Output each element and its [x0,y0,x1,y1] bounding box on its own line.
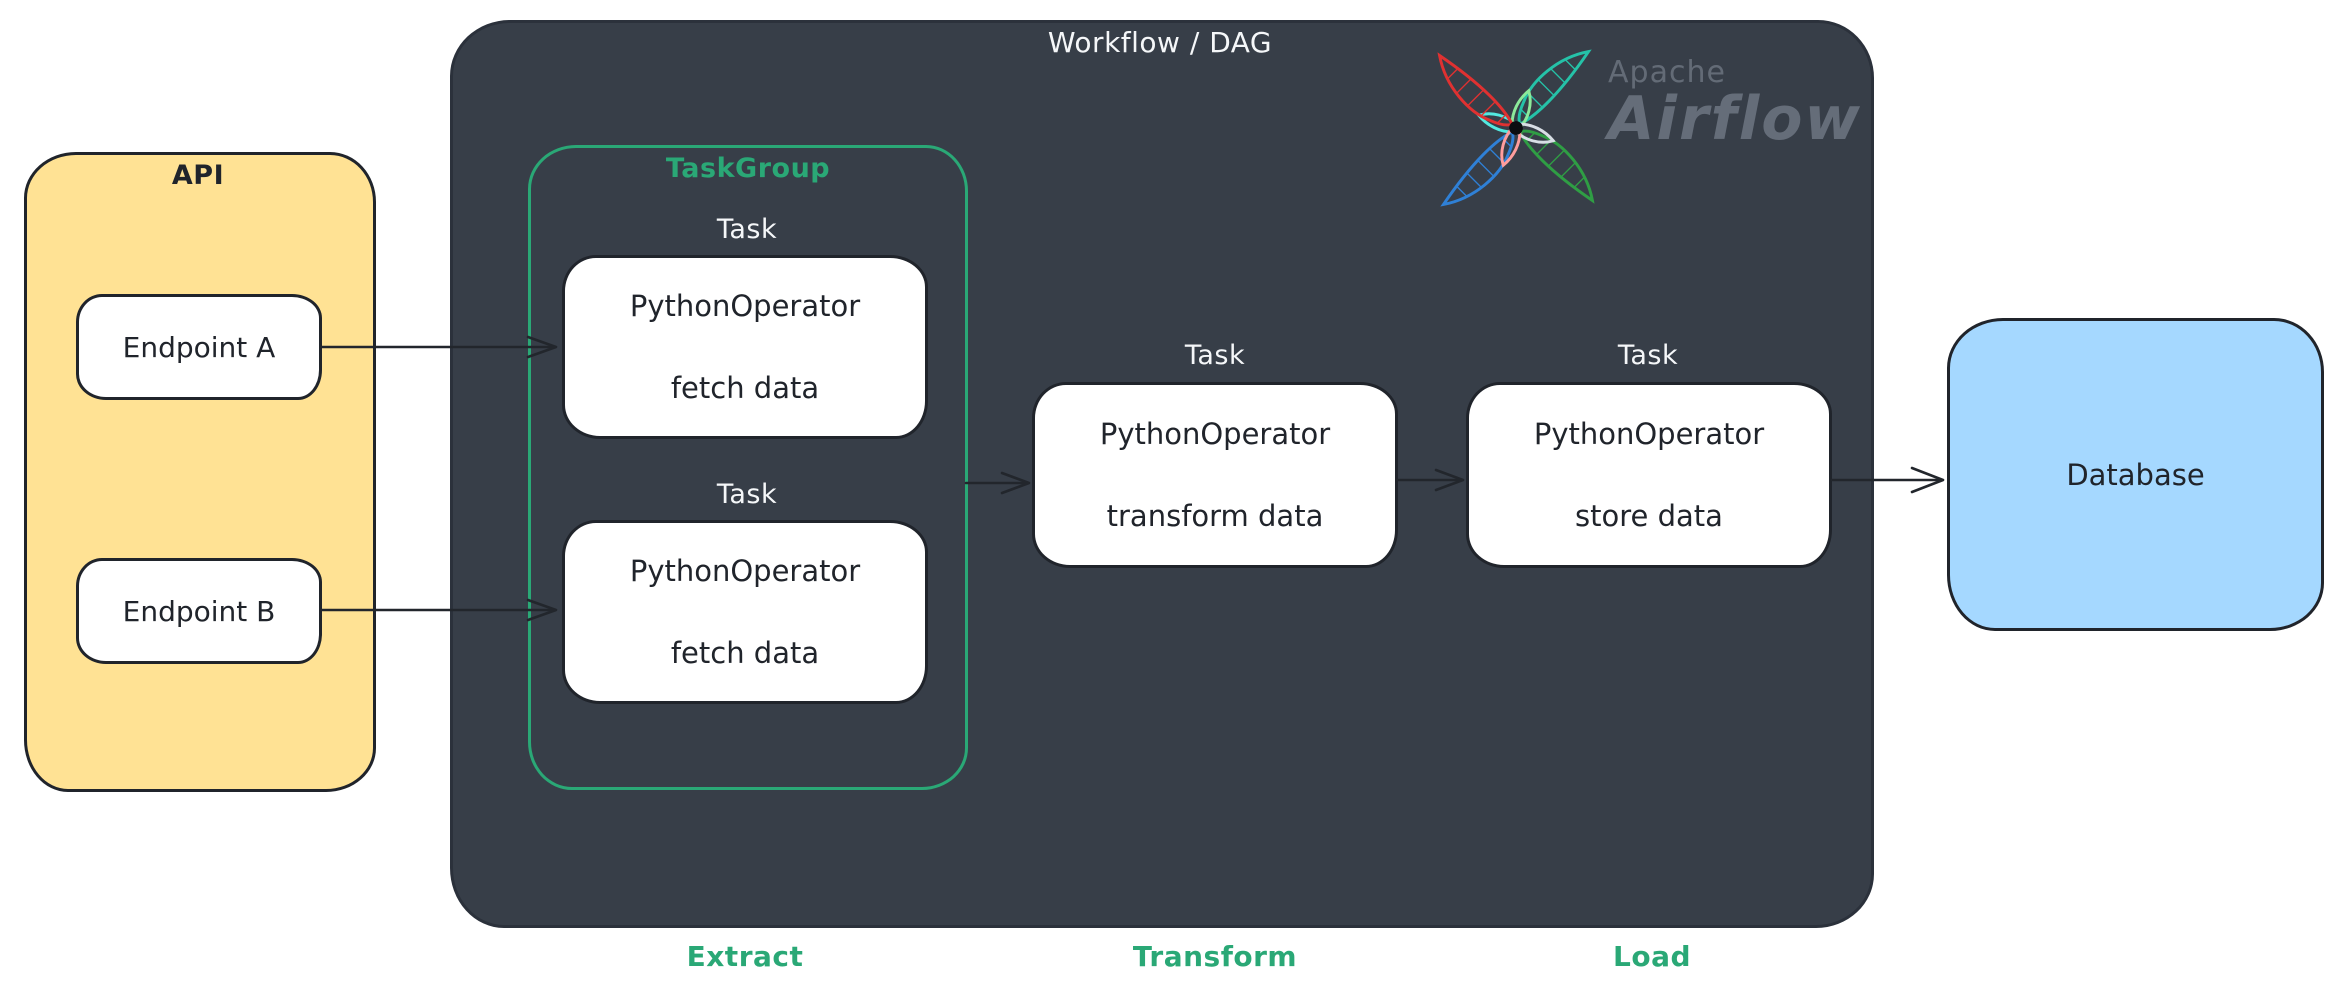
brand-airflow-text: Airflow [1608,83,1862,154]
pinwheel-hub [1509,121,1523,135]
task-operator: PythonOperator [629,554,861,588]
task-label-transform: Task [1184,340,1246,371]
stage-label-load: Load [1612,940,1692,973]
task-operator: PythonOperator [1533,417,1765,451]
stage-label-extract: Extract [686,940,804,973]
task-label-fetch-1: Task [716,214,778,245]
dag-title: Workflow / DAG [1047,26,1273,59]
task-action: fetch data [670,371,820,405]
task-label-fetch-2: Task [716,479,778,510]
stage-label-transform: Transform [1132,940,1298,973]
task-operator: PythonOperator [629,289,861,323]
database-label: Database [2066,457,2205,492]
endpoint-a-label: Endpoint A [122,330,276,364]
endpoint-b-node: Endpoint B [76,558,322,664]
task-action: transform data [1106,499,1324,533]
brand-apache-text: Apache [1608,55,1726,90]
task-action: store data [1575,499,1723,533]
task-node-fetch-2: PythonOperator fetch data [562,520,928,704]
task-operator: PythonOperator [1099,417,1331,451]
endpoint-b-label: Endpoint B [122,594,276,628]
task-node-transform: PythonOperator transform data [1032,382,1398,568]
task-action: fetch data [670,636,820,670]
airflow-pinwheel-icon [1438,50,1594,206]
task-label-store: Task [1617,340,1679,371]
task-node-fetch-1: PythonOperator fetch data [562,255,928,439]
task-node-store: PythonOperator store data [1466,382,1832,568]
airflow-brand: Apache Airflow [1608,55,1862,154]
database-node: Database [1947,318,2324,631]
api-title: API [171,160,225,191]
endpoint-a-node: Endpoint A [76,294,322,400]
api-container [24,152,376,792]
taskgroup-container [528,145,968,790]
taskgroup-label: TaskGroup [665,153,831,184]
